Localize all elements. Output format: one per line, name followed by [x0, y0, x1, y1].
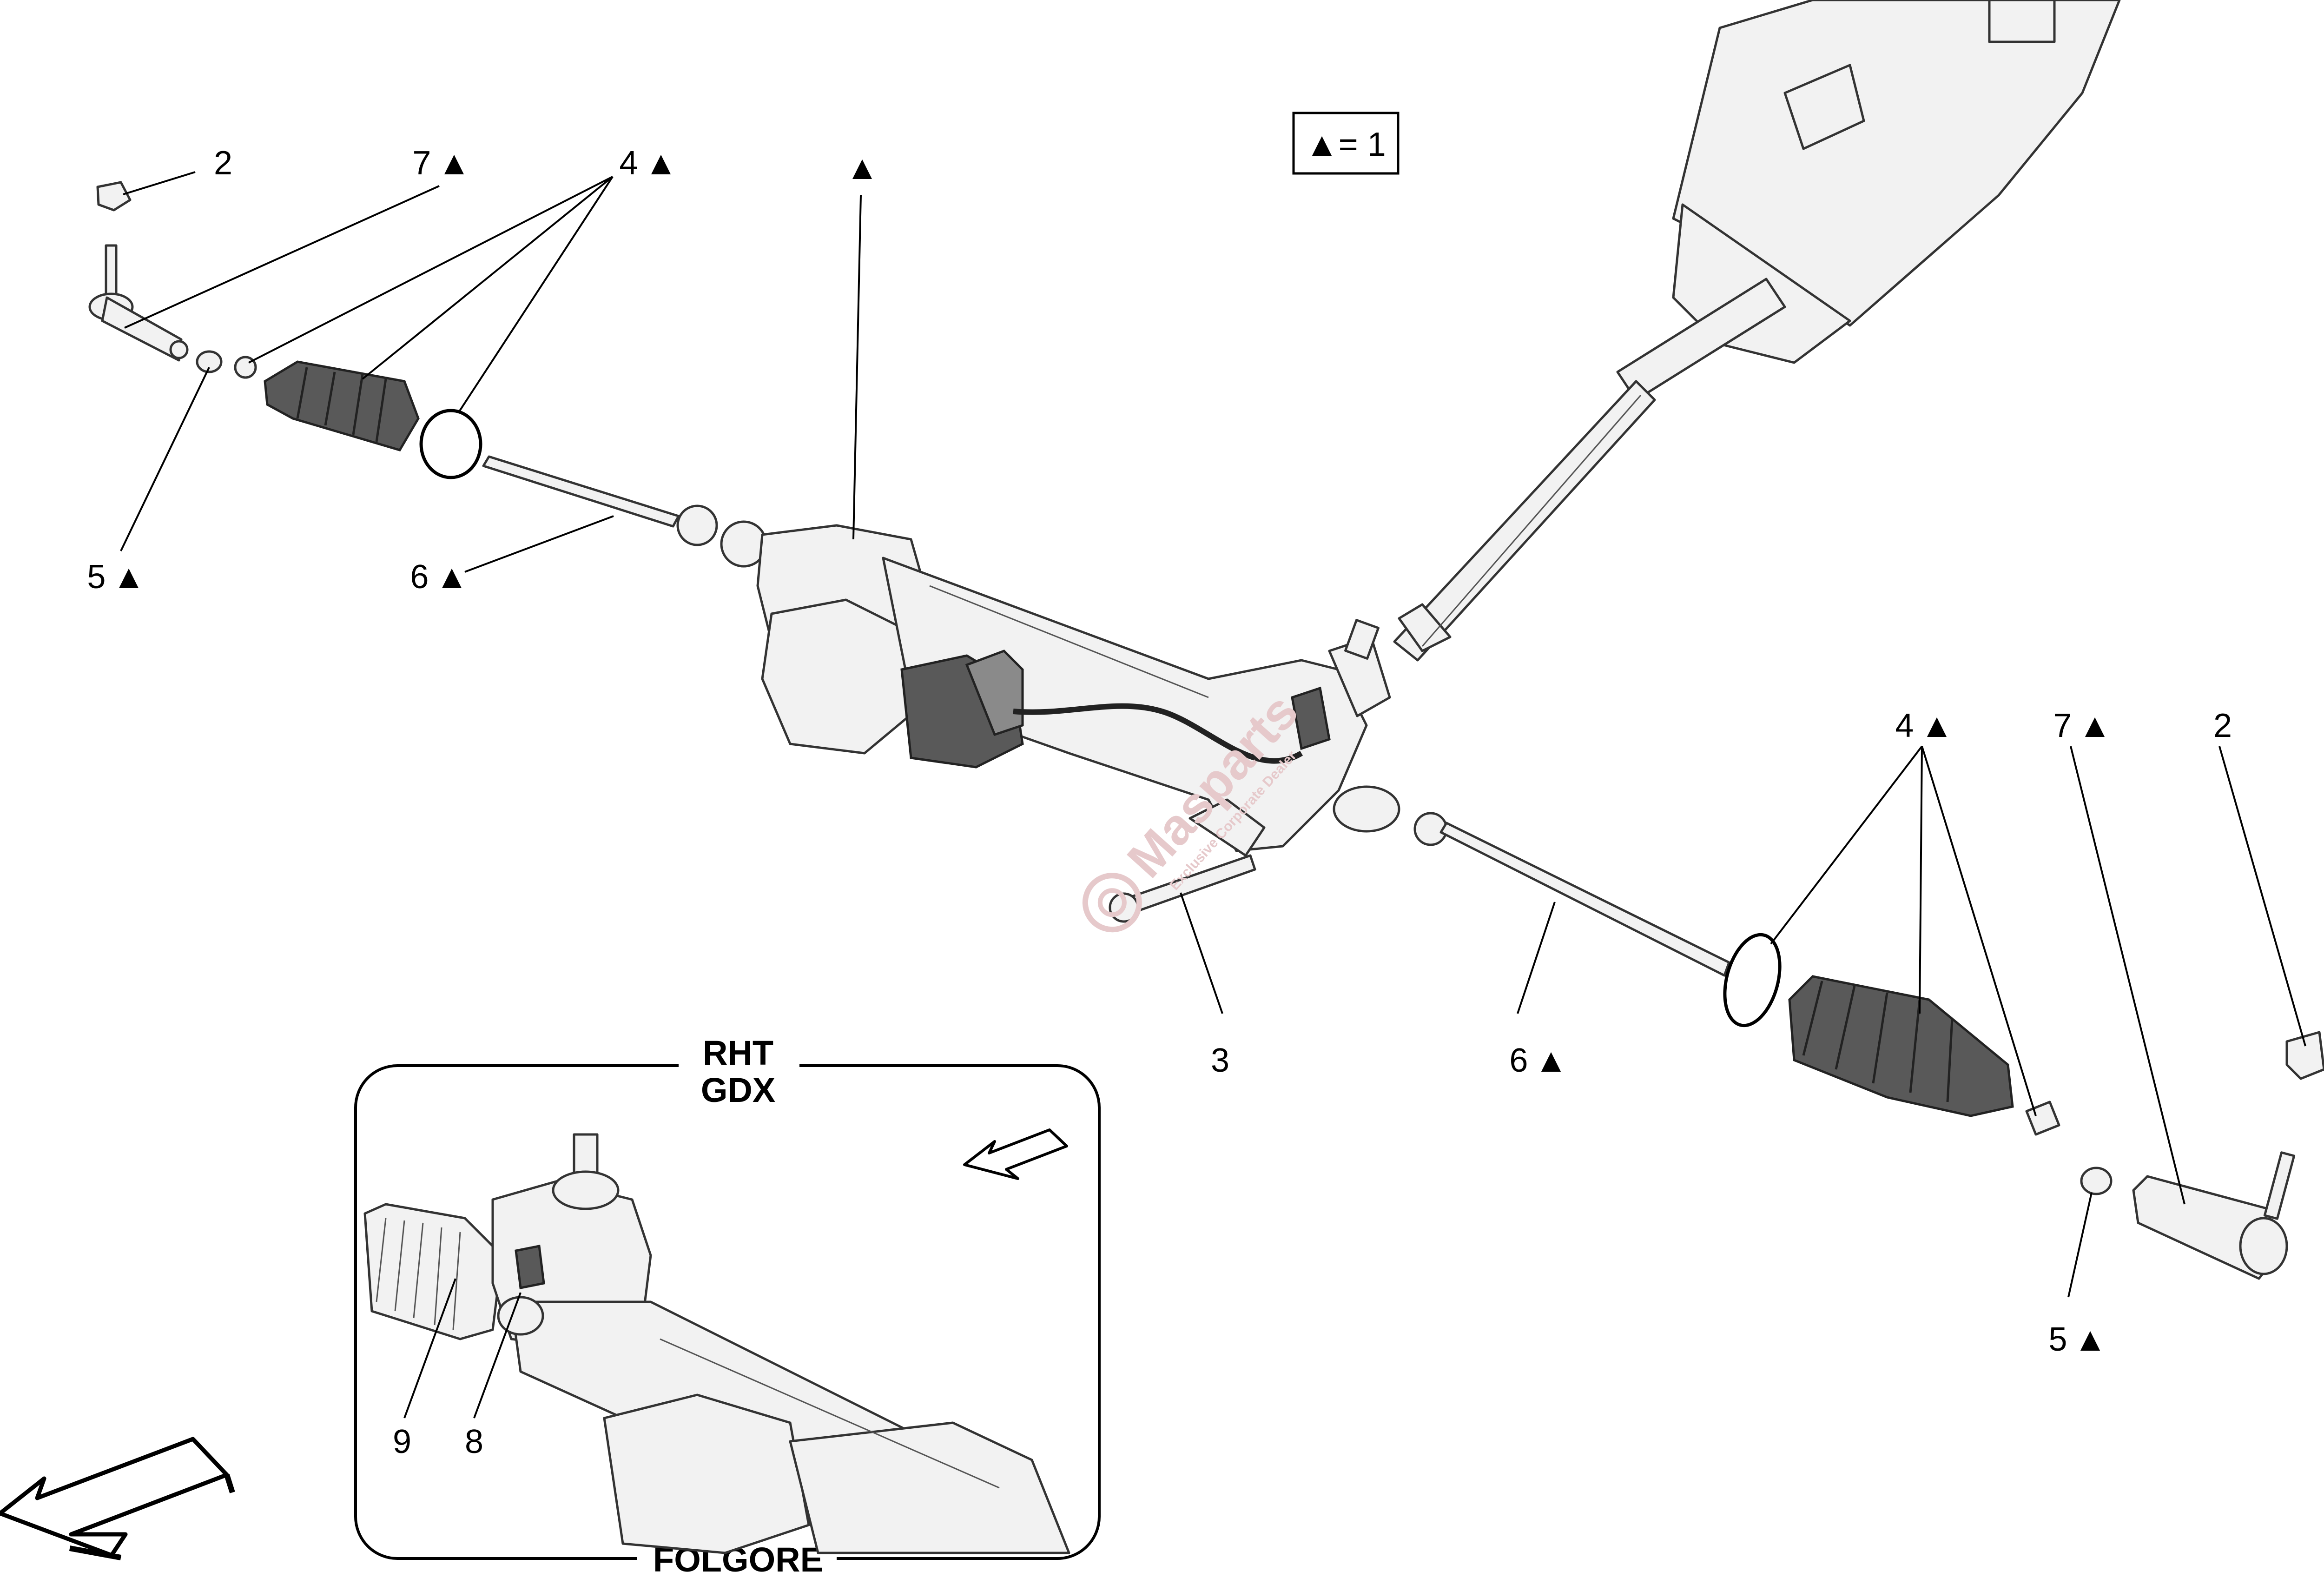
callout-5-left: 5▲	[87, 558, 145, 596]
legend-text: ▲= 1	[1305, 126, 1386, 163]
callout-7-right: 7▲	[2053, 707, 2111, 744]
legend: ▲= 1	[1292, 112, 1400, 175]
callout-2-left: 2	[214, 145, 232, 182]
right-nut	[2285, 1031, 2324, 1080]
left-boot	[264, 360, 420, 451]
inset-rht-gdx: RHT GDX FOLGORE 9 8	[354, 1032, 1101, 1579]
inset-title-line2: GDX	[701, 1071, 775, 1109]
callout-6-left: 6▲	[410, 558, 468, 596]
callout-5-right: 5▲	[2048, 1321, 2106, 1358]
direction-arrow-large	[0, 1437, 235, 1560]
left-clamp-ring	[419, 409, 482, 479]
callout-3: 3	[1211, 1042, 1229, 1079]
callout-rack-assembly: ▲	[845, 149, 878, 186]
right-clamp-ring	[1723, 933, 1782, 1028]
callouts: 2 7▲ 4▲ ▲ 5▲ 6▲ 3 6▲ 4▲ 7▲ 2 5▲	[87, 145, 2232, 1358]
callout-4-right: 4▲	[1895, 707, 1953, 744]
inset-rack-detail	[363, 1133, 1070, 1554]
leader-lines	[120, 171, 2306, 1298]
right-washer	[2080, 1167, 2113, 1195]
callout-2-right: 2	[2213, 707, 2232, 744]
inset-title-line1: RHT	[703, 1034, 773, 1072]
callout-4-left: 4▲	[619, 145, 677, 182]
inset-callout-9: 9	[393, 1423, 411, 1460]
callout-7-left: 7▲	[412, 145, 470, 182]
right-small-nut	[2025, 1101, 2060, 1136]
steering-rack-housing	[720, 520, 1400, 857]
left-washer	[196, 350, 223, 373]
callout-6-right: 6▲	[1509, 1042, 1567, 1079]
right-boot	[1788, 975, 2014, 1117]
right-inner-tie-rod	[1413, 812, 1730, 977]
inset-direction-arrow	[963, 1128, 1068, 1180]
left-inner-tie-rod	[482, 455, 718, 546]
inset-callout-8: 8	[465, 1423, 483, 1460]
steering-column	[1393, 0, 2121, 662]
left-nut	[96, 181, 132, 212]
left-outer-tie-rod-end	[88, 244, 189, 362]
right-outer-tie-rod-end	[2132, 1151, 2296, 1280]
